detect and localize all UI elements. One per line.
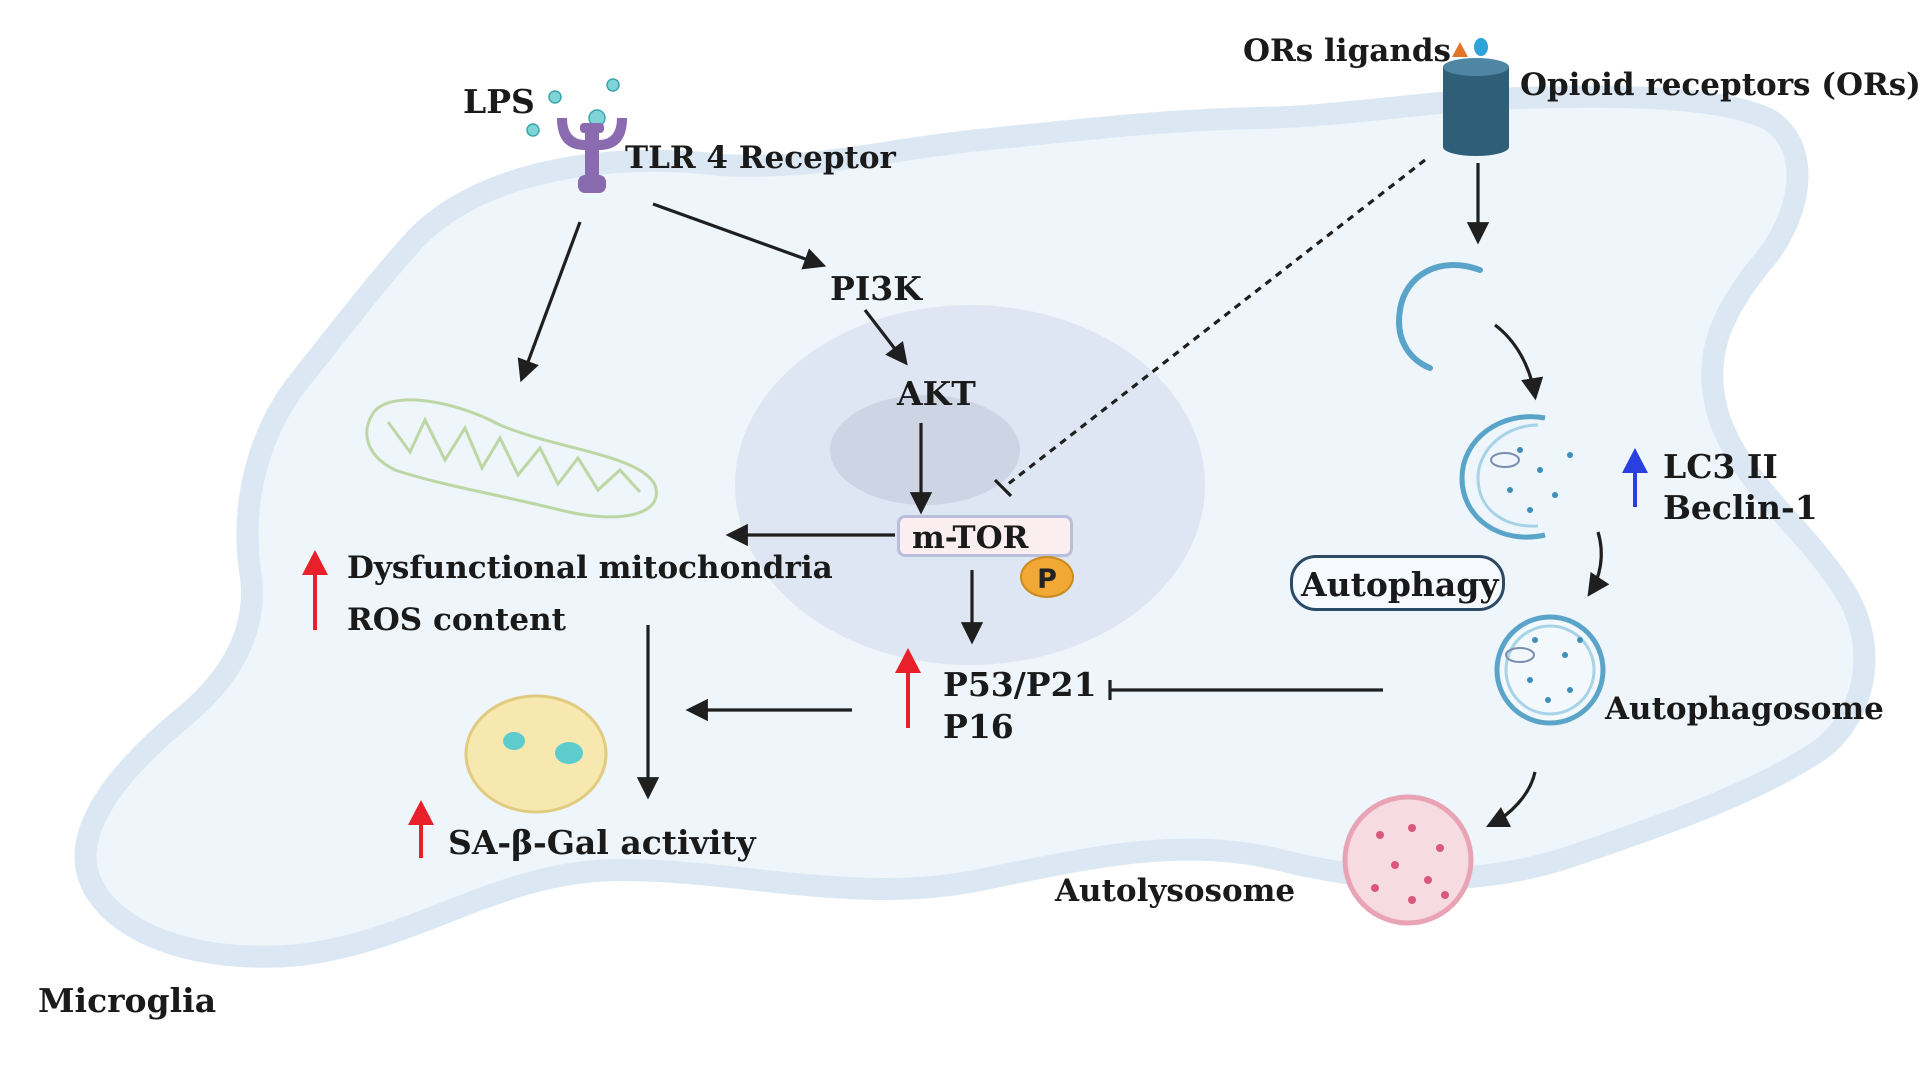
tlr4-receptor-icon (557, 118, 627, 193)
arrow-to-mature-autophagosome (1587, 531, 1610, 597)
opioid-receptors-label: Opioid receptors (ORs) (1520, 67, 1921, 103)
autophagosome-label: Autophagosome (1605, 691, 1884, 727)
autophagy-label: Autophagy (1301, 565, 1499, 604)
up-arrow-icon (302, 550, 328, 630)
sa-beta-gal-vesicle-icon (464, 694, 608, 814)
up-arrow-icon (1622, 448, 1648, 507)
arrow-pi3k-to-akt (863, 309, 908, 366)
up-arrow-icon (408, 800, 434, 858)
ors-ligands-label: ORs ligands (1243, 33, 1451, 69)
mtor-node: m-TOR (897, 515, 1073, 557)
inhibit-or-to-mtor (1002, 158, 1426, 490)
lps-label: LPS (463, 82, 535, 121)
autophagosome-icon (1494, 614, 1606, 726)
p16-label: P16 (943, 707, 1014, 746)
pathway-arrows (517, 158, 1610, 828)
phospho-badge: P (1020, 556, 1074, 598)
arrow-tlr4-to-mito (517, 221, 582, 383)
mtor-label: m-TOR (912, 520, 1029, 556)
dysfunctional-mito-label: Dysfunctional mitochondria (347, 550, 833, 586)
microglia-label: Microglia (38, 981, 217, 1020)
opioid-receptor-icon (1443, 58, 1509, 156)
lps-particle-icon (526, 78, 620, 137)
tlr4-label: TLR 4 Receptor (625, 140, 896, 176)
ligand-icon (1452, 38, 1488, 57)
arrow-phagophore-to-autophagosome (1494, 323, 1544, 401)
sa-beta-gal-label: SA-β-Gal activity (448, 823, 756, 862)
autophagy-node: Autophagy (1290, 555, 1505, 611)
phospho-label: P (1037, 564, 1057, 595)
phagophore-icon (1396, 262, 1483, 371)
autolysosome-label: Autolysosome (1055, 873, 1296, 909)
up-arrow-icon (895, 648, 921, 728)
ros-label: ROS content (347, 602, 566, 638)
p53p21-label: P53/P21 (943, 665, 1097, 704)
pi3k-label: PI3K (830, 269, 922, 308)
akt-label: AKT (897, 374, 976, 413)
autolysosome-icon (1342, 794, 1474, 926)
nucleolus (830, 395, 1020, 505)
autophagosome-icon (1459, 414, 1573, 540)
arrow-to-autolysosome (1485, 771, 1537, 828)
arrow-tlr4-to-pi3k (652, 202, 827, 270)
beclin-label: Beclin-1 (1663, 488, 1818, 527)
inhibit-bar-mtor (993, 478, 1013, 498)
mitochondria-icon (365, 398, 658, 519)
lc3-label: LC3 II (1663, 447, 1778, 486)
